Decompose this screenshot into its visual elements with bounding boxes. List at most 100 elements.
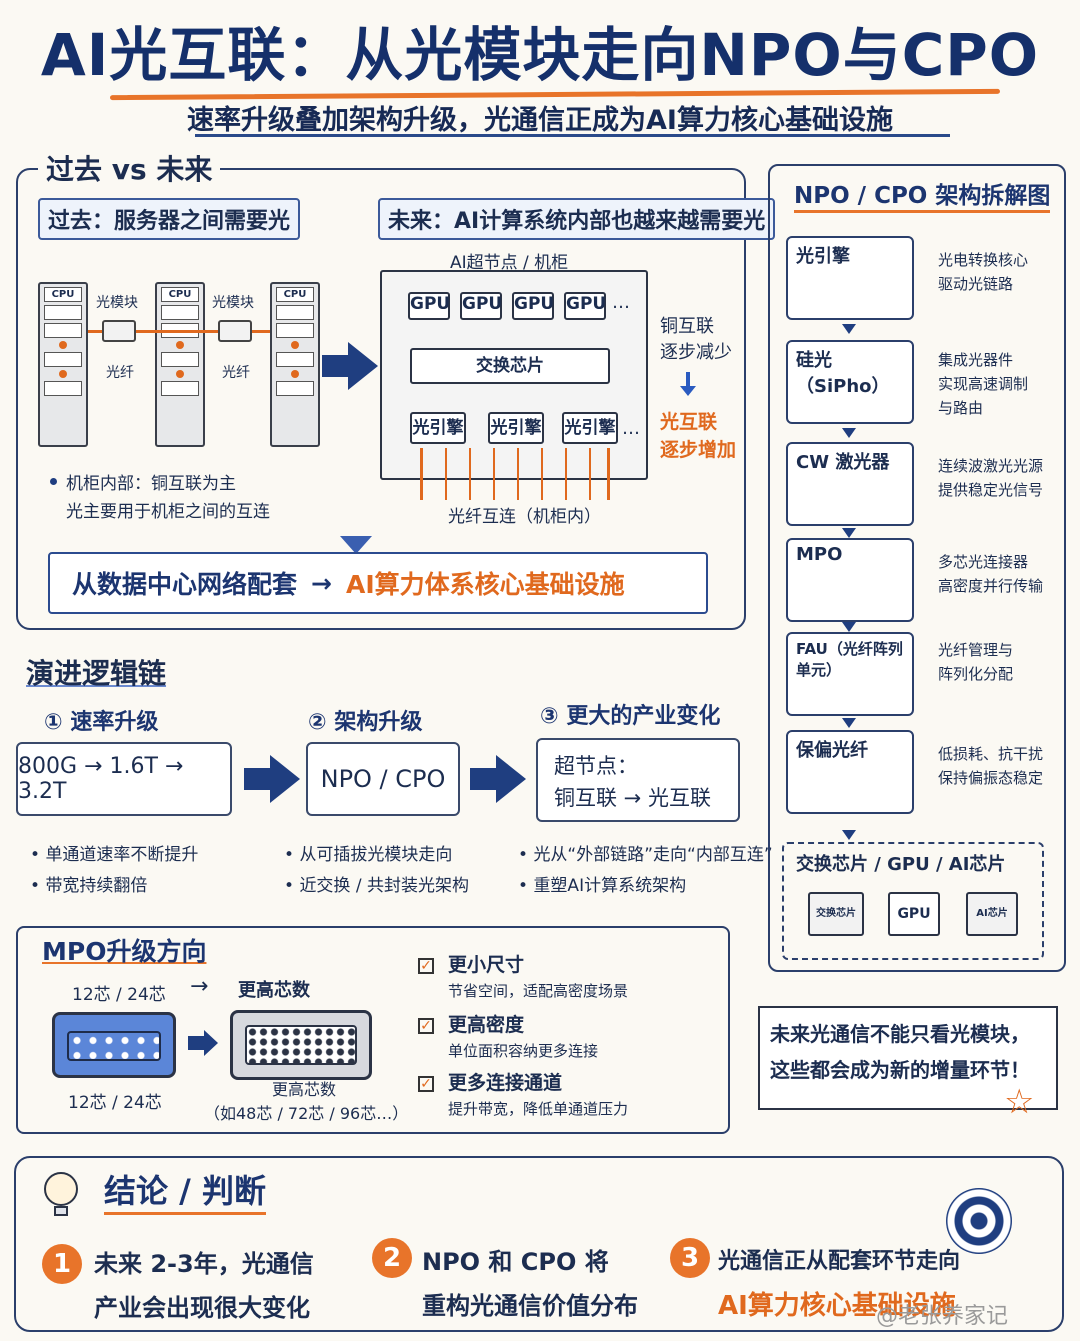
mpo-left-top: 12芯 / 24芯 xyxy=(72,985,166,1005)
optical-engine-item: 光引擎 xyxy=(786,236,914,320)
cpu-slot: CPU xyxy=(161,287,199,302)
step-2-heading: ② 架构升级 xyxy=(308,704,422,736)
rate-sequence: 800G → 1.6T → 3.2T xyxy=(18,754,184,804)
pm-fiber-desc: 低损耗、抗干扰 保持偏振态稳定 xyxy=(938,742,1043,790)
evo-arrow-icon xyxy=(496,755,526,803)
copper-note-line1: 铜互联 xyxy=(660,316,714,337)
pm-fiber-item: 保偏光纤 xyxy=(786,730,914,814)
optical-engine: 光引擎 xyxy=(410,412,466,444)
target-icon xyxy=(946,1188,1012,1254)
server-rack-3: CPU xyxy=(270,282,320,447)
fiber-dot xyxy=(176,341,184,349)
past-header: 过去：服务器之间需要光 xyxy=(38,198,301,240)
step-1-heading: ① 速率升级 xyxy=(44,704,158,736)
desc-line: 阵列化分配 xyxy=(938,665,1014,683)
breakdown-title: NPO / CPO 架构拆解图 xyxy=(794,176,1051,213)
past-note-line2: 光主要用于机柜之间的互连 xyxy=(66,502,270,522)
rack-slot xyxy=(276,323,314,338)
item-label: MPO xyxy=(796,544,843,565)
past-note-line1: 机柜内部：铜互联为主 xyxy=(66,474,236,494)
server-rack-1: CPU xyxy=(38,282,88,447)
optical-engine: 光引擎 xyxy=(488,412,544,444)
down-arrow-icon xyxy=(842,718,856,728)
mpo-title: MPO升级方向 xyxy=(42,937,207,966)
mpo-arrow-icon xyxy=(204,1030,218,1056)
item-label: 硅光（SiPho） xyxy=(796,350,890,397)
step-1-title: 速率升级 xyxy=(70,710,159,735)
fiber-dot xyxy=(291,341,299,349)
step-1-bullets: • 单通道速率不断提升 • 带宽持续翻倍 xyxy=(30,845,199,896)
mpo-check-3-desc: 提升带宽，降低单通道压力 xyxy=(448,1100,629,1118)
step-2-box: NPO / CPO xyxy=(306,742,460,816)
rack-slot xyxy=(161,352,199,367)
desc-line: 连续波激光光源 xyxy=(938,457,1044,475)
past-future-arrow-shaft xyxy=(322,355,350,377)
npo-cpo-label: NPO / CPO xyxy=(320,765,446,793)
note-line2: 这些都会成为新的增量环节！ xyxy=(770,1058,1030,1082)
mpo-check-1-title: 更小尺寸 xyxy=(448,954,525,976)
gpu-chip: GPU xyxy=(564,292,606,320)
silicon-photonics-desc: 集成光器件 实现高速调制 与路由 xyxy=(938,348,1028,420)
fau-desc: 光纤管理与 阵列化分配 xyxy=(938,638,1013,686)
item-label: 保偏光纤 xyxy=(796,740,868,761)
optical-note-line2: 逐步增加 xyxy=(660,439,737,461)
conclusion-num-1: 1 xyxy=(42,1244,82,1284)
past-future-panel xyxy=(16,168,746,630)
banner-arrow: → xyxy=(311,568,332,598)
server-rack-2: CPU xyxy=(155,282,205,447)
step-3-box-line1: 超节点： xyxy=(554,754,638,778)
conclusion-num-3: 3 xyxy=(670,1238,710,1278)
desc-line: 高密度并行传输 xyxy=(938,577,1044,595)
point-3-line1: 光通信正从配套环节走向 xyxy=(718,1249,961,1274)
evo-arrow-shaft xyxy=(470,768,500,790)
mpo-check-1: 更小尺寸 节省空间，适配高密度场景 xyxy=(448,952,628,1004)
mpo-right-bottom: 更高芯数 （如48芯 / 72芯 / 96芯…） xyxy=(204,1078,408,1126)
step-1-box: 800G → 1.6T → 3.2T xyxy=(16,742,232,816)
point-3-line2: AI算力核心基础设施 xyxy=(718,1291,956,1321)
check-icon: ✓ xyxy=(418,958,434,974)
optical-module-icon xyxy=(102,320,136,342)
step-2-title: 架构升级 xyxy=(334,710,423,735)
desc-line: 集成光器件 xyxy=(938,351,1014,369)
down-arrow-icon xyxy=(842,428,856,438)
cpu-slot: CPU xyxy=(276,287,314,302)
step-3-bullet: 重塑AI计算系统架构 xyxy=(533,876,687,896)
fiber-note: 光纤互连（机柜内） xyxy=(448,507,601,527)
step-2-bullet: 从可插拔光模块走向 xyxy=(299,845,453,865)
rack-slot xyxy=(276,381,314,396)
check-icon: ✓ xyxy=(418,1018,434,1034)
step-3-box-line2: 铜互联 → 光互联 xyxy=(554,786,711,810)
copper-note-line2: 逐步减少 xyxy=(660,342,732,363)
module-label: 光模块 xyxy=(96,295,138,311)
subtitle-underline xyxy=(195,134,950,137)
fiber-holes xyxy=(67,1031,161,1061)
item-label: CW 激光器 xyxy=(796,452,890,473)
infrastructure-banner: 从数据中心网络配套 → AI算力体系核心基础设施 xyxy=(48,552,708,614)
engine-ellipsis: … xyxy=(622,418,640,439)
gpu-chip: GPU xyxy=(512,292,554,320)
down-arrow-icon xyxy=(842,622,856,632)
conclusion-point-2: NPO 和 CPO 将 重构光通信价值分布 xyxy=(422,1240,638,1328)
mpo-check-3-title: 更多连接通道 xyxy=(448,1072,563,1094)
rack-slot xyxy=(44,305,82,320)
chips-box xyxy=(782,842,1044,960)
breakdown-note: 未来光通信不能只看光模块， 这些都会成为新的增量环节！ xyxy=(758,1006,1058,1110)
ai-chip-icon: AI芯片 xyxy=(966,892,1018,936)
past-note: 机柜内部：铜互联为主 光主要用于机柜之间的互连 xyxy=(46,470,270,526)
step-2-num: ② xyxy=(308,710,327,735)
step-1-num: ① xyxy=(44,710,63,735)
down-arrow-head-icon xyxy=(680,386,696,396)
step-1-bullet: 带宽持续翻倍 xyxy=(45,876,148,896)
point-1-line2: 产业会出现很大变化 xyxy=(94,1294,310,1322)
lightbulb-icon xyxy=(44,1172,78,1206)
module-label: 光模块 xyxy=(212,295,254,311)
ai-node-label: AI超节点 / 机柜 xyxy=(450,253,569,273)
down-arrow-icon xyxy=(686,372,690,386)
gpu-chip: GPU xyxy=(460,292,502,320)
desc-line: 保持偏振态稳定 xyxy=(938,769,1044,787)
evo-arrow-shaft xyxy=(244,768,274,790)
lightbulb-base xyxy=(54,1206,68,1216)
desc-line: 驱动光链路 xyxy=(938,275,1014,293)
watermark: @老张养家记 xyxy=(876,1304,1009,1329)
star-icon: ☆ xyxy=(1004,1082,1035,1122)
